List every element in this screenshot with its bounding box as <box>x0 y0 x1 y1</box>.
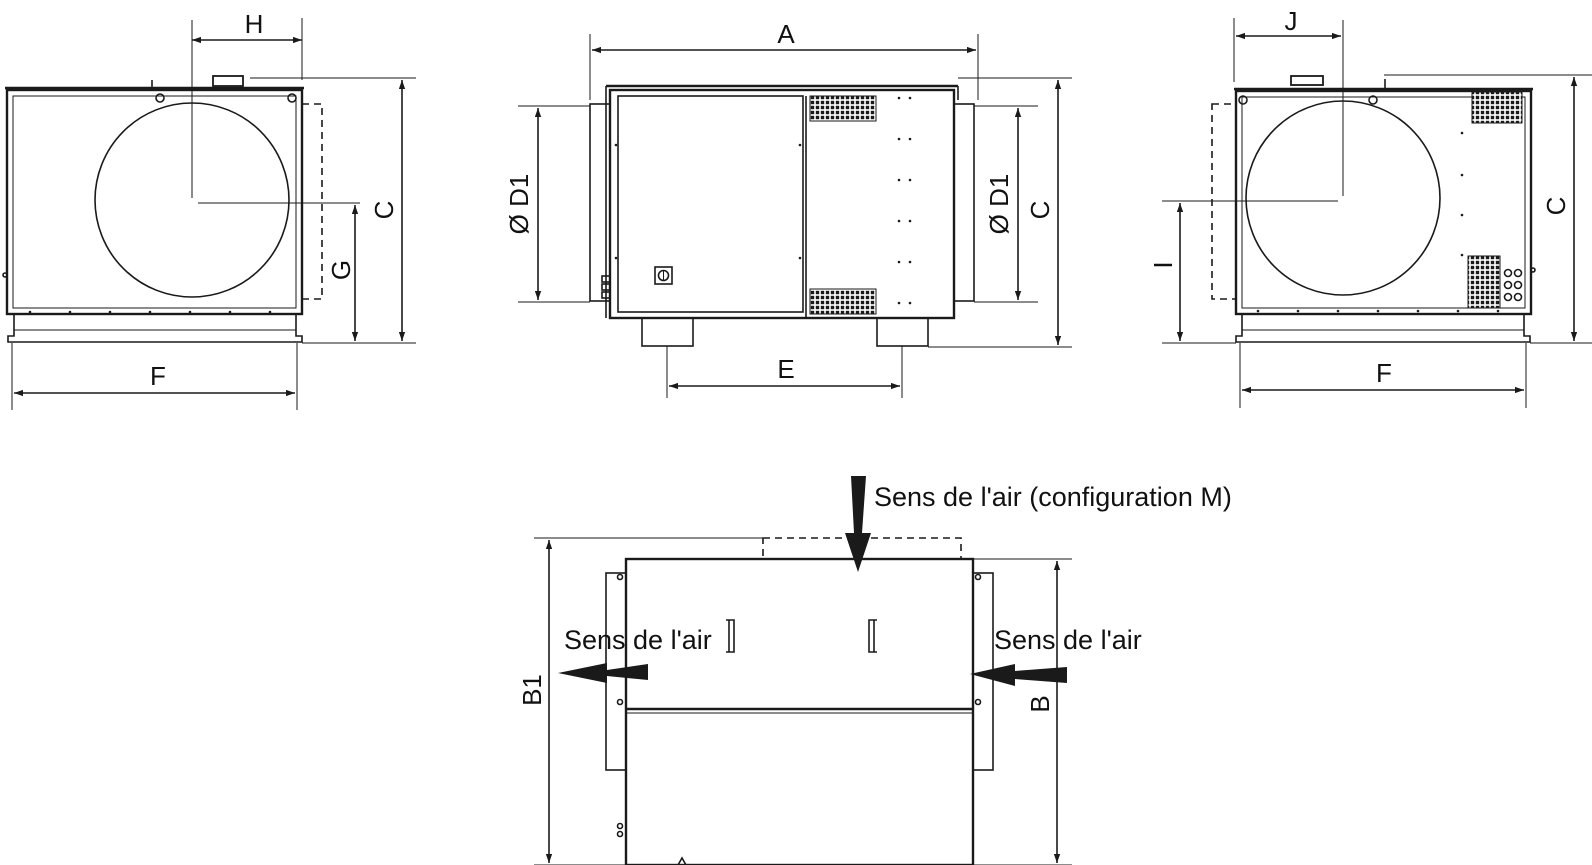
dim-label-g: G <box>326 260 356 280</box>
dim-label-c-left: C <box>369 201 399 220</box>
side-panel-dots <box>614 96 912 305</box>
dim-label-j: J <box>1285 6 1298 36</box>
rivet-row-right <box>1256 131 1500 313</box>
airflow-label-config-m: Sens de l'air (configuration M) <box>874 482 1232 512</box>
dim-label-h: H <box>245 9 264 39</box>
dim-label-d1-right: Ø D1 <box>984 174 1014 235</box>
dim-label-e: E <box>777 354 794 384</box>
dim-label-a: A <box>777 19 795 49</box>
airflow-label-right: Sens de l'air <box>994 625 1142 655</box>
airflow-arrow-down <box>845 476 871 572</box>
front-view <box>518 34 1072 398</box>
dim-label-f-right: F <box>1376 358 1392 388</box>
airflow-arrow-right <box>970 664 1067 686</box>
dim-label-b1: B1 <box>517 674 547 706</box>
airflow-arrow-left <box>558 663 648 683</box>
dim-label-c-right: C <box>1541 197 1571 216</box>
cable-gland-cluster <box>1503 268 1523 302</box>
dim-label-i: I <box>1148 261 1178 268</box>
right-side-view <box>1162 18 1592 408</box>
dim-label-f-left: F <box>150 361 166 391</box>
airflow-label-left: Sens de l'air <box>564 625 712 655</box>
dim-label-c-front: C <box>1025 201 1055 220</box>
left-side-view <box>2 18 416 410</box>
dim-label-d1-left: Ø D1 <box>504 174 534 235</box>
dim-label-b: B <box>1025 695 1055 712</box>
top-view <box>534 476 1072 865</box>
rivet-row <box>28 310 272 314</box>
